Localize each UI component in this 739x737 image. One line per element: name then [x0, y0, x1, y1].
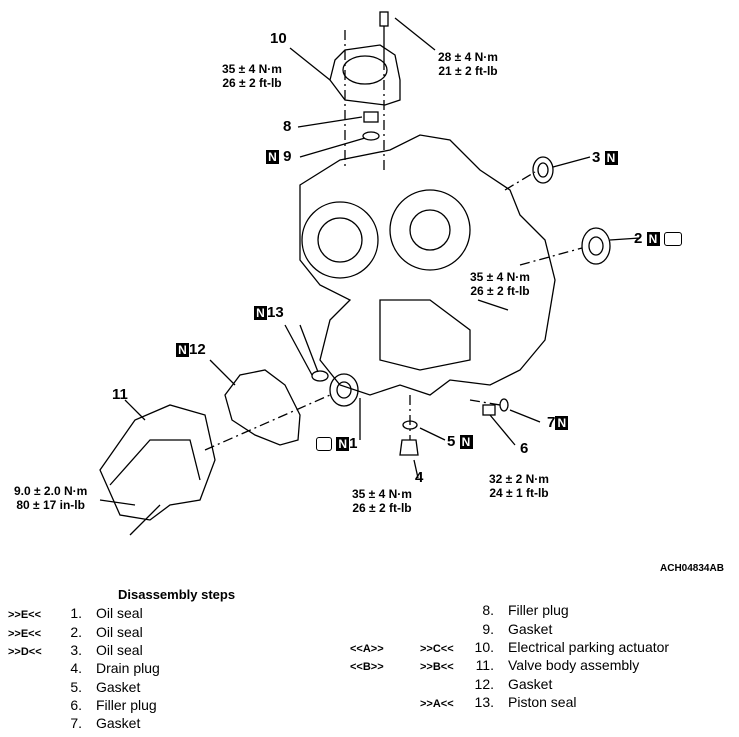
oil-seal-2 — [581, 227, 611, 265]
list-item: 9.Gasket — [482, 621, 553, 637]
n-mark-icon: N — [555, 416, 569, 431]
valve-body-11 — [99, 404, 216, 521]
oil-seal-1 — [329, 373, 359, 407]
list-item: >>D<<3.Oil seal — [8, 642, 143, 658]
filler-plug-6 — [482, 404, 496, 416]
filler-plug-8 — [363, 111, 379, 123]
callout-10: 10 — [270, 30, 287, 47]
list-item: 5.Gasket — [70, 679, 141, 695]
n-mark-icon: N — [604, 151, 618, 166]
callout-8: 8 — [283, 118, 292, 135]
oil-seal-3 — [532, 156, 554, 184]
list-item: <<B>>>>B<<11.Valve body assembly — [350, 657, 640, 673]
callout-2: 2 N — [634, 230, 682, 247]
list-item: >>A<<13.Piston seal — [420, 694, 577, 710]
list-item: >>E<<1.Oil seal — [8, 605, 143, 621]
list-item: >>E<<2.Oil seal — [8, 624, 143, 640]
n-mark-icon: N — [266, 150, 279, 165]
n-mark-icon: N — [459, 435, 473, 450]
grease-icon — [663, 232, 682, 247]
transaxle-case — [299, 134, 556, 396]
list-item: 12.Gasket — [474, 676, 553, 692]
case-bore-right — [389, 189, 471, 271]
gasket-7 — [499, 398, 509, 412]
drain-plug-4 — [399, 439, 419, 456]
list-item: <<A>>>>C<<10.Electrical parking actuator — [350, 639, 670, 655]
callout-5: 5 N — [447, 433, 473, 450]
piston-seal-13 — [311, 370, 329, 382]
grease-icon — [316, 437, 332, 452]
gasket-12 — [224, 369, 301, 446]
steps-title: Disassembly steps — [118, 587, 236, 602]
callout-3: 3 N — [592, 149, 618, 166]
list-item: 6.Filler plug — [70, 697, 157, 713]
callout-9: N 9 — [266, 148, 292, 165]
callout-11: 11 — [112, 386, 128, 403]
n-mark-icon: N — [646, 232, 660, 247]
gasket-9 — [362, 131, 380, 141]
callout-4: 4 — [415, 469, 424, 486]
case-bore-left — [301, 201, 379, 279]
n-mark-icon: N — [254, 306, 267, 321]
n-mark-icon: N — [336, 437, 350, 452]
callout-6: 6 — [520, 440, 529, 457]
list-item: 8.Filler plug — [482, 602, 569, 618]
list-item: 7.Gasket — [70, 715, 141, 731]
n-mark-icon: N — [176, 343, 189, 358]
list-item: 4.Drain plug — [70, 660, 160, 676]
parking-actuator — [329, 44, 401, 106]
diagram-code: ACH04834AB — [660, 563, 724, 574]
transaxle-drawing — [99, 11, 641, 536]
